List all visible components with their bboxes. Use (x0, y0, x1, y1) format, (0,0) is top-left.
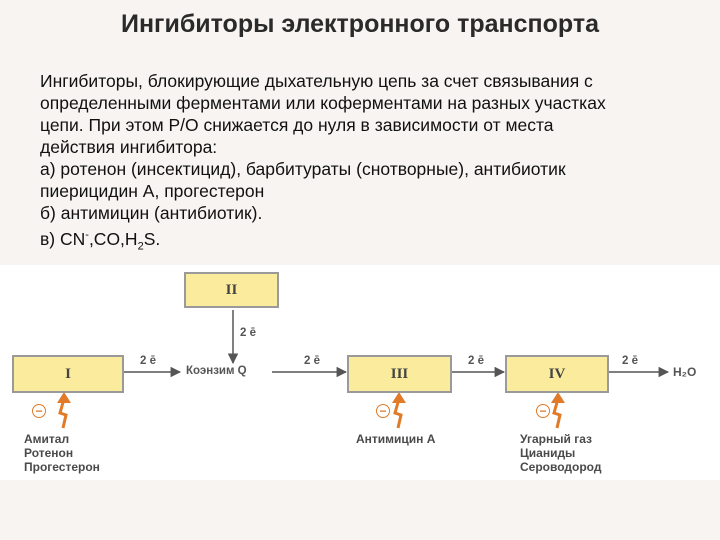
formula-suffix: S. (143, 228, 161, 249)
respiratory-chain-diagram: II I III IV 2 ē 2 ē Коэнзим Q 2 ē 2 ē 2 … (0, 265, 720, 480)
formula-line: в) CN-,CO,H2S. (40, 224, 710, 257)
text-line: Ингибиторы, блокирующие дыхательную цепь… (40, 71, 593, 91)
inhibitor-name: Антимицин А (356, 432, 436, 446)
complex-i-box: I (12, 355, 124, 393)
inhibitor-name: Ротенон (24, 446, 74, 460)
inhibitor-name: Амитал (24, 432, 70, 446)
inhibition-arrow-i-head (57, 392, 71, 403)
formula-mid: ,CO,H (88, 228, 138, 249)
inhibition-sign-i: − (32, 404, 46, 418)
inhibition-sign-iv: − (536, 404, 550, 418)
inhibitors-complex-iii: Антимицин А (356, 432, 435, 446)
water-label: H₂O (673, 365, 697, 379)
inhibitor-name: Цианиды (520, 446, 576, 460)
inhibition-arrow-i (58, 398, 68, 429)
coenzyme-q-label: Коэнзим Q (186, 365, 247, 377)
complex-ii-box: II (184, 272, 279, 308)
text-line: пиерицидин А, прогестерон (40, 181, 265, 201)
electron-label-iii-iv: 2 ē (468, 355, 484, 367)
diagram-arrows (57, 310, 670, 429)
electron-label-i-q: 2 ē (140, 355, 156, 367)
complex-iv-box: IV (505, 355, 609, 393)
text-line: действия ингибитора: (40, 137, 218, 157)
description-text: Ингибиторы, блокирующие дыхательную цепь… (40, 70, 710, 257)
inhibitors-complex-iv: Угарный газ Цианиды Сероводород (520, 432, 601, 474)
inhibition-arrow-iv-head (551, 392, 565, 403)
inhibitor-name: Угарный газ (520, 432, 592, 446)
inhibitor-name: Сероводород (520, 460, 602, 474)
formula-prefix: в) CN (40, 228, 86, 249)
text-line: цепи. При этом Р/О снижается до нуля в з… (40, 115, 554, 135)
electron-label-iv-water: 2 ē (622, 355, 638, 367)
text-line: а) ротенон (инсектицид), барбитураты (сн… (40, 159, 566, 179)
slide-title: Ингибиторы электронного транспорта (120, 10, 599, 38)
inhibition-arrow-iii (393, 398, 403, 429)
inhibition-sign-iii: − (376, 404, 390, 418)
inhibitors-complex-i: Амитал Ротенон Прогестерон (24, 432, 100, 474)
electron-label-q-iii: 2 ē (304, 355, 320, 367)
electron-label-ii-q: 2 ē (240, 327, 256, 339)
text-line: определенными ферментами или коферментам… (40, 93, 606, 113)
inhibition-arrow-iii-head (392, 392, 406, 403)
inhibitor-name: Прогестерон (24, 460, 100, 474)
complex-iii-box: III (347, 355, 452, 393)
inhibition-arrow-iv (552, 398, 562, 429)
formula-sub: 2 (137, 240, 144, 253)
formula-sup: - (85, 229, 89, 241)
text-line: б) антимицин (антибиотик). (40, 203, 263, 223)
